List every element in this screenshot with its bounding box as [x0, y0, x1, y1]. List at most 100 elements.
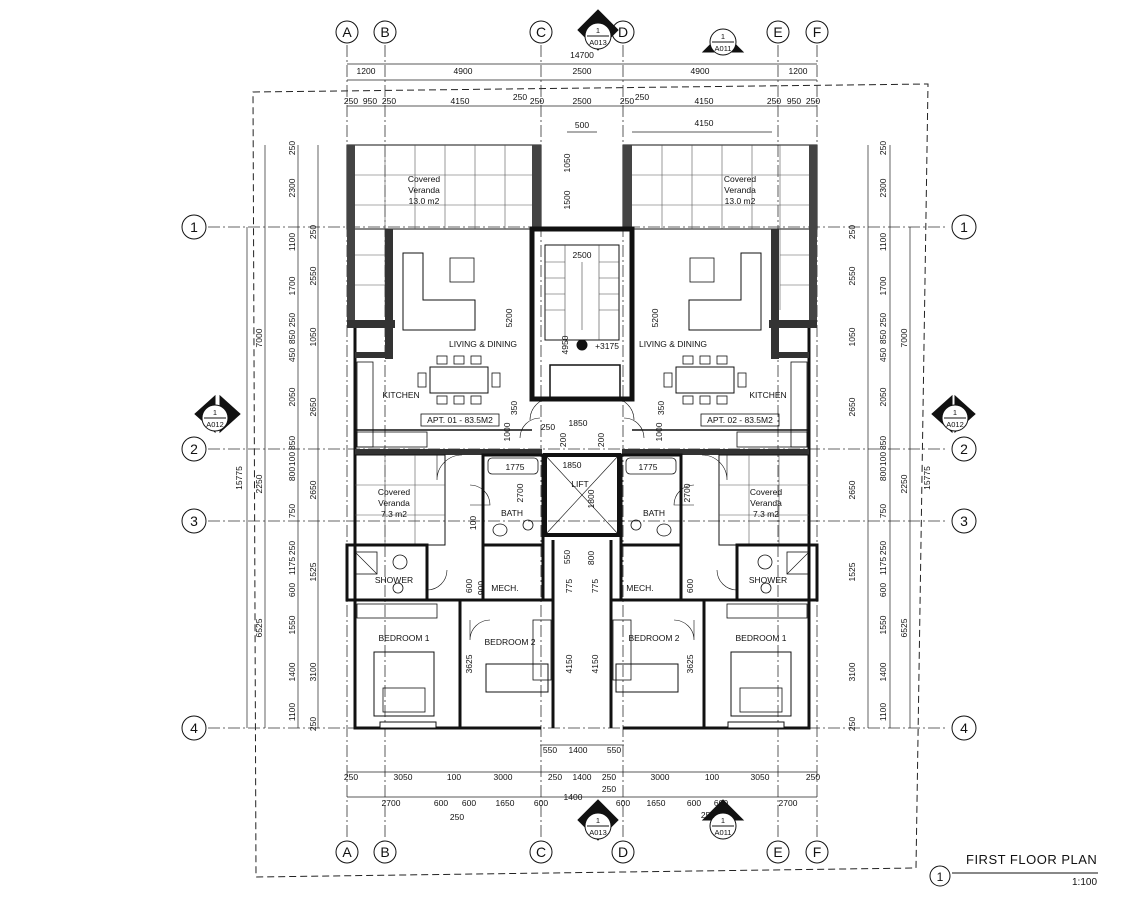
apt-label-boxes [420, 413, 780, 427]
dimension-label: 1175 [287, 557, 297, 576]
dimension-label: 1850 [569, 418, 588, 428]
dimension-label: 250 [701, 810, 715, 820]
dimension-label: 100 [287, 452, 297, 466]
dimension-label: 1650 [647, 798, 666, 808]
drawing-scale: 1:100 [1072, 877, 1098, 888]
dimension-label: 1200 [357, 66, 376, 76]
dimension-label: 600 [434, 798, 448, 808]
dimension-label: 350 [509, 401, 519, 415]
dimension-label: 750 [287, 504, 297, 518]
apt-02-label: APT. 02 - 83.5M2 [707, 415, 773, 425]
dimension-label: 7000 [254, 328, 264, 347]
section-marker-labels: 1 A013 1 A011 1 A012 1 A012 1 A013 1 A01… [206, 26, 964, 837]
dimension-label: 850 [878, 330, 888, 344]
dimension-label: 550 [543, 745, 557, 755]
dimension-label: 2700 [682, 483, 692, 502]
veranda-small-area-2: 7.3 m2 [753, 509, 779, 519]
dimension-label: 3625 [685, 654, 695, 673]
dimension-label: 900 [476, 581, 486, 595]
dimension-label: 2500 [573, 96, 592, 106]
mech-label-2: MECH. [626, 583, 653, 593]
dimension-label: 6525 [899, 618, 909, 637]
dimension-label: 600 [464, 579, 474, 593]
living-dining-label-2: LIVING & DINING [639, 339, 707, 349]
dimension-label: 1100 [878, 233, 888, 252]
dimension-label: 600 [687, 798, 701, 808]
dimension-label: 2650 [847, 480, 857, 499]
dimension-label: 14700 [570, 50, 594, 60]
dimension-label: 1525 [308, 562, 318, 581]
dimension-label: 250 [847, 225, 857, 239]
dimension-label: 850 [878, 436, 888, 450]
dimension-label: 2550 [308, 266, 318, 285]
dimension-label: 1550 [878, 615, 888, 634]
dimension-label: 250 [308, 717, 318, 731]
dimension-label: 2250 [899, 474, 909, 493]
dimension-label: 4150 [564, 654, 574, 673]
veranda-small-label-1b: Veranda [378, 498, 410, 508]
dimension-label: 4900 [454, 66, 473, 76]
dimension-label: 4150 [695, 118, 714, 128]
dimension-label: 250 [530, 96, 544, 106]
dimension-label: 1650 [496, 798, 515, 808]
dimension-label: 1525 [847, 562, 857, 581]
grid-row-left-1: 1 [190, 219, 198, 235]
view-number-bubble [929, 865, 951, 887]
dimension-label: 15775 [234, 466, 244, 490]
dimension-label: 5200 [650, 308, 660, 327]
lift-label: LIFT [571, 479, 588, 489]
dimension-label: 3100 [308, 662, 318, 681]
grid-col-bot-a: A [342, 844, 352, 860]
dimension-label: 1400 [287, 662, 297, 681]
dimension-label: 7000 [899, 328, 909, 347]
dimension-label: 250 [602, 772, 616, 782]
dimension-label: 1000 [654, 422, 664, 441]
grid-row-left-4: 4 [190, 720, 198, 736]
dimension-label: 250 [767, 96, 781, 106]
kitchen-label-2: KITCHEN [749, 390, 786, 400]
dimension-label: 2300 [287, 178, 297, 197]
dimension-label: 250 [878, 541, 888, 555]
veranda-area-1: 13.0 m2 [409, 196, 440, 206]
dimension-label: 250 [806, 772, 820, 782]
grid-row-right-3: 3 [960, 513, 968, 529]
grid-row-left-2: 2 [190, 441, 198, 457]
section-a013-top-num: 1 [596, 26, 600, 35]
grid-col-bot-b: B [380, 844, 389, 860]
dimension-label: 2650 [847, 397, 857, 416]
dimension-label: 3100 [847, 662, 857, 681]
dimension-label: 1400 [878, 662, 888, 681]
dimension-label: 1050 [308, 327, 318, 346]
dimension-label: 750 [878, 504, 888, 518]
dimension-label: 250 [806, 96, 820, 106]
dimension-label: 950 [787, 96, 801, 106]
dimension-label: 250 [287, 141, 297, 155]
dimension-label: 1175 [878, 557, 888, 576]
dimension-label: 2050 [878, 387, 888, 406]
dimension-label: 250 [878, 141, 888, 155]
veranda-small-area-1: 7.3 m2 [381, 509, 407, 519]
dimension-label: 100 [878, 452, 888, 466]
site-boundary [252, 83, 929, 878]
dimension-label: 500 [575, 120, 589, 130]
dimension-label: 250 [450, 812, 464, 822]
bedroom2-label-1: BEDROOM 2 [484, 637, 535, 647]
dimension-label: 600 [714, 798, 728, 808]
bedroom1-label-2: BEDROOM 1 [735, 633, 786, 643]
veranda-small-label-2b: Veranda [750, 498, 782, 508]
dimension-label: 1000 [502, 422, 512, 441]
dimension-label: 250 [308, 225, 318, 239]
dimension-label: 350 [656, 401, 666, 415]
section-a011-top-num: 1 [721, 32, 725, 41]
dimension-label: 250 [382, 96, 396, 106]
section-a013-bot-sheet: A013 [589, 828, 607, 837]
grid-col-top-e: E [773, 24, 782, 40]
dimension-label: 600 [685, 579, 695, 593]
bath-label-2: BATH [643, 508, 665, 518]
dimension-label: 950 [363, 96, 377, 106]
bath-label-1: BATH [501, 508, 523, 518]
dimension-label: 2650 [308, 480, 318, 499]
grid-row-right-4: 4 [960, 720, 968, 736]
section-a012-left-num: 1 [213, 408, 217, 417]
shower-label-1: SHOWER [375, 575, 413, 585]
